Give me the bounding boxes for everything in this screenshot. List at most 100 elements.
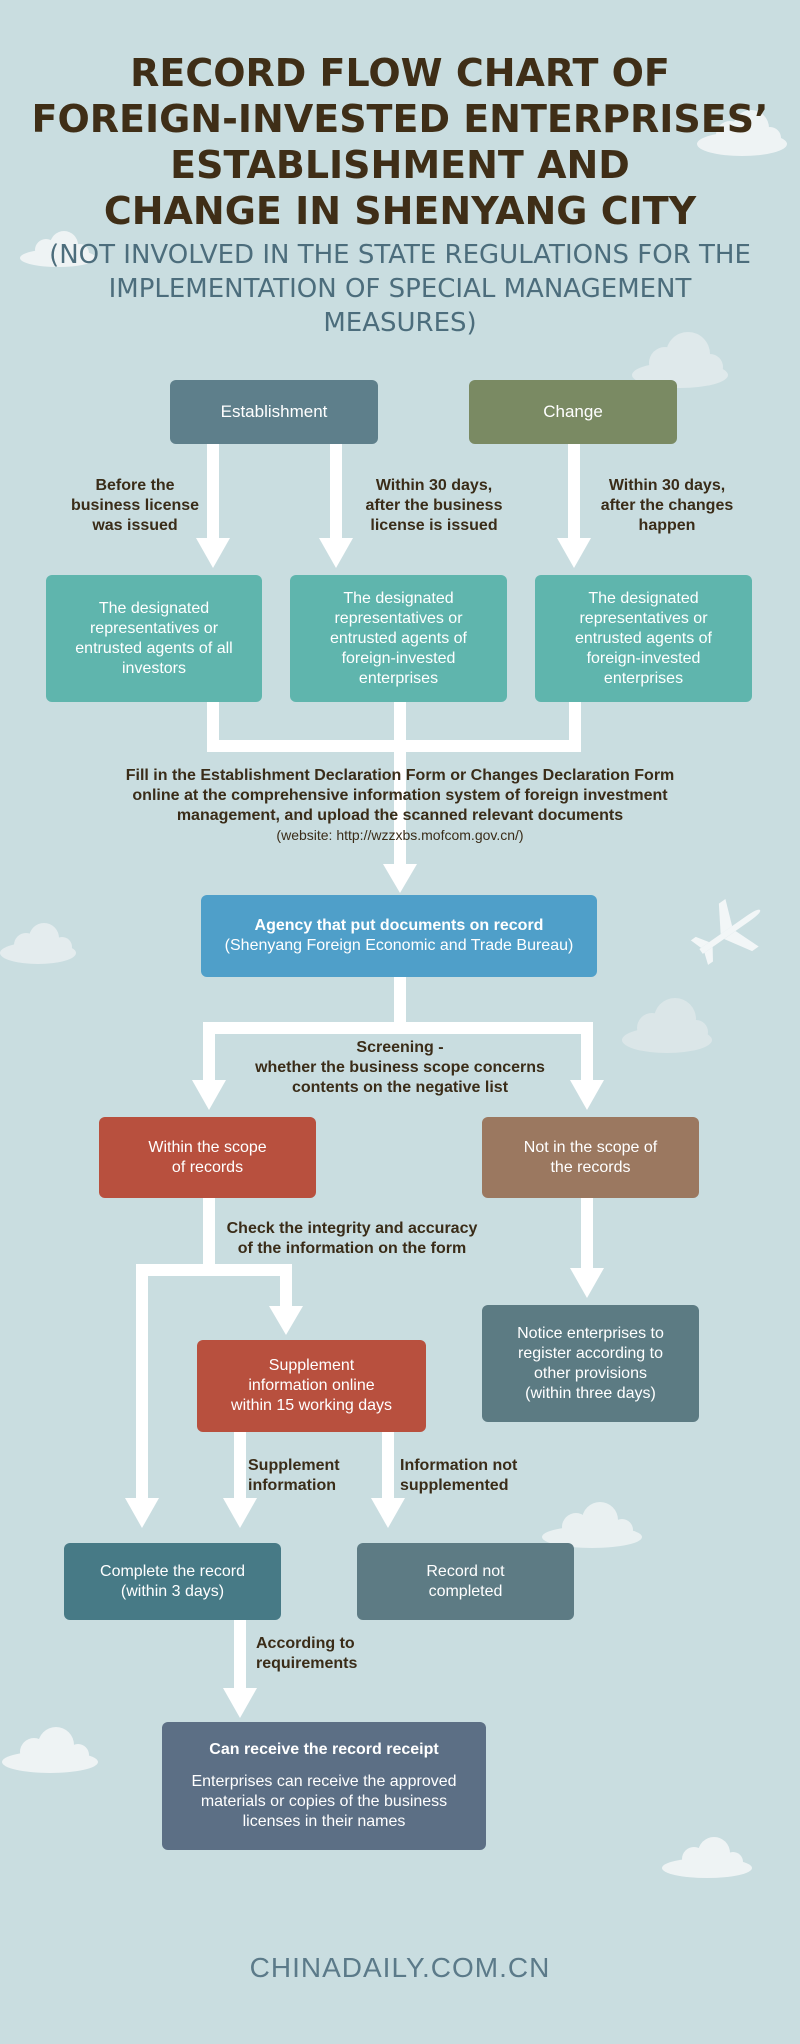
supplement-online-box: Supplement information online within 15 … bbox=[197, 1340, 426, 1432]
label-line: information bbox=[248, 1477, 336, 1494]
box-line: entrusted agents of all bbox=[75, 639, 233, 657]
label-line: management, and upload the scanned relev… bbox=[176, 807, 624, 824]
box-line: representatives or bbox=[334, 609, 463, 627]
cloud-icon bbox=[0, 923, 76, 964]
arrow-head bbox=[371, 1498, 405, 1528]
box-label: Change bbox=[543, 402, 603, 421]
title-line: ESTABLISHMENT AND bbox=[170, 143, 630, 187]
box-line: Complete the record bbox=[100, 1562, 245, 1580]
within30-changes-label: Within 30 days, after the changes happen bbox=[582, 476, 752, 536]
box-line: of records bbox=[171, 1158, 244, 1176]
complete-record-box: Complete the record (within 3 days) bbox=[64, 1543, 281, 1620]
website-note: (website: http://wzzxbs.mofcom.gov.cn/) bbox=[276, 827, 524, 843]
within-scope-box: Within the scope of records bbox=[99, 1117, 316, 1198]
within30-license-label: Within 30 days, after the business licen… bbox=[344, 476, 524, 536]
agency-title: Agency that put documents on record bbox=[254, 917, 544, 934]
box-line: representatives or bbox=[579, 609, 708, 627]
cloud-icon bbox=[662, 1837, 752, 1878]
airplane-icon bbox=[690, 899, 761, 965]
arrow-head bbox=[196, 538, 230, 568]
box-line: Notice enterprises to bbox=[517, 1324, 664, 1342]
box-line: enterprises bbox=[358, 669, 439, 687]
label-line: after the business bbox=[365, 497, 503, 514]
box-line: foreign-invested bbox=[341, 649, 456, 667]
label-line: Screening - bbox=[356, 1039, 444, 1056]
record-not-completed-box: Record not completed bbox=[357, 1543, 574, 1620]
label-line: contents on the negative list bbox=[291, 1079, 509, 1096]
label-line: whether the business scope concerns bbox=[255, 1059, 545, 1076]
label-line: after the changes bbox=[600, 497, 734, 514]
fill-in-instructions: Fill in the Establishment Declaration Fo… bbox=[60, 766, 740, 826]
box-line: licenses in their names bbox=[242, 1813, 406, 1830]
box-line: information online bbox=[248, 1377, 375, 1394]
cloud-icon bbox=[20, 231, 96, 267]
arrow-head bbox=[570, 1080, 604, 1110]
subtitle-line: IMPLEMENTATION OF SPECIAL MANAGEMENT MEA… bbox=[108, 274, 692, 338]
arrow-head bbox=[570, 1268, 604, 1298]
box-line: The designated bbox=[588, 589, 699, 607]
box-line: Supplement bbox=[268, 1357, 355, 1374]
arrow-head bbox=[223, 1688, 257, 1718]
box-line: register according to bbox=[518, 1344, 663, 1362]
label-line: Within 30 days, bbox=[608, 477, 726, 494]
investors-agents-box: The designated representatives or entrus… bbox=[46, 575, 262, 702]
arrow-head bbox=[192, 1080, 226, 1110]
establishment-box: Establishment bbox=[170, 380, 378, 444]
box-line: entrusted agents of bbox=[575, 629, 712, 647]
box-line: (within three days) bbox=[525, 1384, 656, 1402]
box-line: entrusted agents of bbox=[330, 629, 467, 647]
notice-box: Notice enterprises to register according… bbox=[482, 1305, 699, 1422]
box-line: materials or copies of the business bbox=[200, 1793, 448, 1810]
page-subtitle: (NOT INVOLVED IN THE STATE REGULATIONS F… bbox=[40, 238, 760, 340]
change-box: Change bbox=[469, 380, 677, 444]
agency-box: Agency that put documents on record (She… bbox=[201, 895, 597, 977]
cloud-icon bbox=[697, 110, 787, 156]
according-label: According to requirements bbox=[256, 1634, 376, 1674]
check-label: Check the integrity and accuracy of the … bbox=[222, 1219, 482, 1259]
cloud-icon bbox=[542, 1502, 642, 1548]
box-line: enterprises bbox=[603, 669, 684, 687]
not-supplemented-label: Information not supplemented bbox=[400, 1456, 540, 1496]
box-label: Establishment bbox=[220, 402, 328, 421]
footer-brand: CHINADAILY.COM.CN bbox=[249, 1952, 551, 1983]
record-receipt-box: Can receive the record receipt Enterpris… bbox=[162, 1722, 486, 1850]
label-line: Before the bbox=[95, 477, 175, 494]
enterprise-agents-box: The designated representatives or entrus… bbox=[290, 575, 507, 702]
box-line: other provisions bbox=[534, 1364, 647, 1382]
subtitle-line: (NOT INVOLVED IN THE STATE REGULATIONS F… bbox=[49, 240, 751, 270]
title-line: RECORD FLOW CHART OF bbox=[130, 51, 670, 95]
arrow-head bbox=[125, 1498, 159, 1528]
label-line: was issued bbox=[92, 517, 178, 534]
box-line: The designated bbox=[98, 599, 210, 617]
label-line: According to bbox=[256, 1635, 355, 1652]
label-line: Information not bbox=[400, 1457, 518, 1474]
connector-line bbox=[136, 1198, 215, 1500]
box-line: The designated bbox=[343, 589, 454, 607]
label-line: Within 30 days, bbox=[375, 477, 493, 494]
arrow-head bbox=[557, 538, 591, 568]
label-line: requirements bbox=[256, 1655, 358, 1672]
connector-line bbox=[400, 1022, 593, 1082]
label-line: Supplement bbox=[248, 1457, 340, 1474]
box-line: Within the scope bbox=[148, 1138, 267, 1156]
box-line: foreign-invested bbox=[586, 649, 701, 667]
box-line: (within 3 days) bbox=[120, 1582, 225, 1600]
connector-line bbox=[209, 1264, 292, 1308]
label-line: business license bbox=[70, 497, 200, 514]
label-line: Fill in the Establishment Declaration Fo… bbox=[125, 767, 675, 784]
box-line: Not in the scope of bbox=[523, 1138, 658, 1156]
label-line: license is issued bbox=[370, 517, 498, 534]
label-line: online at the comprehensive information … bbox=[132, 787, 668, 804]
box-line: investors bbox=[121, 659, 187, 677]
box-line: Enterprises can receive the approved bbox=[191, 1773, 457, 1790]
label-line: of the information on the form bbox=[237, 1240, 467, 1257]
supplement-info-label: Supplement information bbox=[248, 1456, 352, 1496]
change-agents-box: The designated representatives or entrus… bbox=[535, 575, 752, 702]
cloud-icon bbox=[2, 1727, 98, 1773]
connector-line bbox=[203, 977, 406, 1082]
screening-label: Screening - whether the business scope c… bbox=[240, 1038, 560, 1098]
before-license-label: Before the business license was issued bbox=[50, 476, 220, 536]
page-title: RECORD FLOW CHART OF FOREIGN-INVESTED EN… bbox=[0, 50, 800, 234]
box-line: Record not bbox=[426, 1562, 505, 1580]
